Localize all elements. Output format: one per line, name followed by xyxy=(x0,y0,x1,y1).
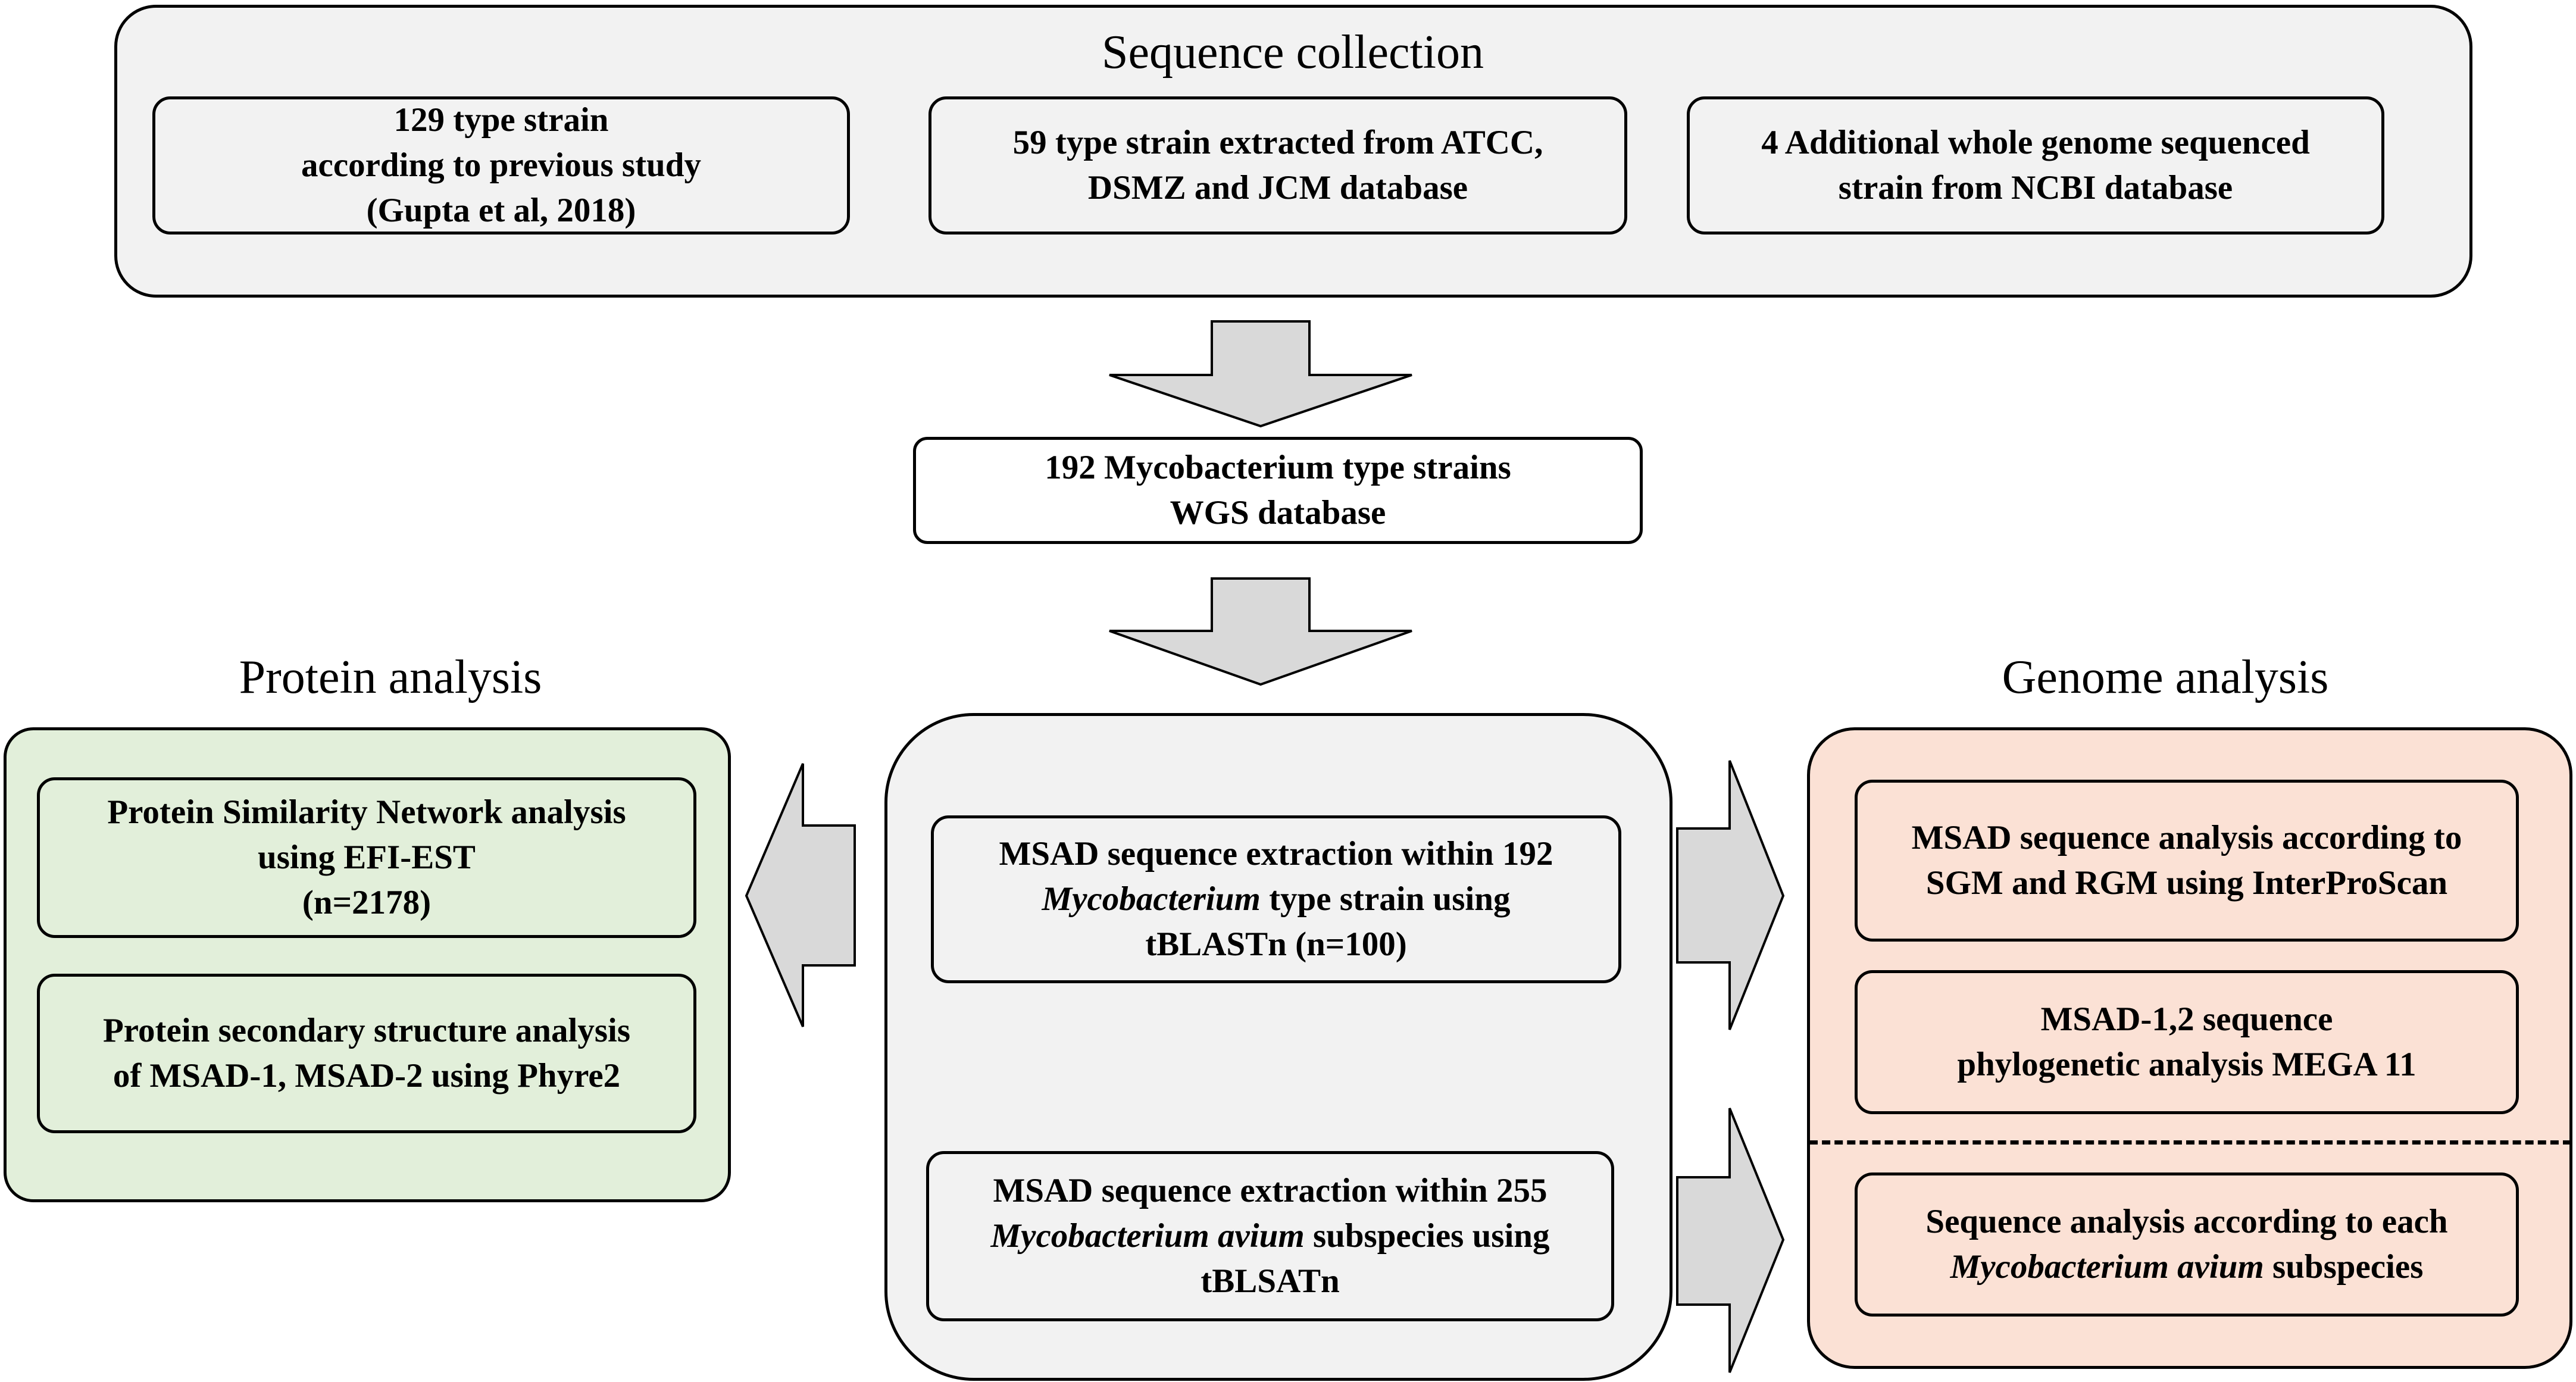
protein-analysis-title: Protein analysis xyxy=(239,651,542,703)
box-text-fragment: subspecies xyxy=(2264,1248,2424,1286)
sequence-collection-title: Sequence collection xyxy=(1102,26,1484,79)
box-line: tBLASTn (n=100) xyxy=(1145,925,1407,963)
box-line: according to previous study xyxy=(301,146,701,184)
msad-extraction-192-box: MSAD sequence extraction within 192 Myco… xyxy=(931,815,1621,983)
dashed-divider xyxy=(1809,1140,2571,1145)
down-arrow-1 xyxy=(1109,320,1412,428)
species-name: Mycobacterium avium xyxy=(1950,1248,2264,1286)
box-line: Protein secondary structure analysis xyxy=(102,1012,631,1049)
down-arrow-2 xyxy=(1109,577,1412,686)
species-name: Mycobacterium avium xyxy=(990,1217,1305,1255)
wgs-database-box: 192 Mycobacterium type strains WGS datab… xyxy=(913,437,1643,544)
box-line: 59 type strain extracted from ATCC, xyxy=(1012,124,1543,161)
box-line: Mycobacterium avium subspecies xyxy=(1925,1245,2447,1290)
box-line: (n=2178) xyxy=(302,884,432,921)
phylogenetic-analysis-box: MSAD-1,2 sequence phylogenetic analysis … xyxy=(1855,970,2519,1114)
genome-analysis-title: Genome analysis xyxy=(2002,651,2329,703)
box-line: Sequence analysis according to each xyxy=(1925,1203,2448,1240)
box-line: WGS database xyxy=(1170,494,1386,531)
box-text-fragment: subspecies using xyxy=(1304,1217,1550,1255)
box-line: MSAD sequence analysis according to xyxy=(1911,819,2462,856)
right-arrow-to-genome-bottom xyxy=(1676,1108,1785,1373)
box-line: tBLSATn xyxy=(1201,1262,1340,1300)
protein-similarity-network-box: Protein Similarity Network analysis usin… xyxy=(37,777,696,938)
box-text-fragment: type strain using xyxy=(1260,880,1511,918)
box-line: MSAD sequence extraction within 255 xyxy=(993,1172,1548,1209)
box-line: strain from NCBI database xyxy=(1838,169,2233,207)
box-line: MSAD-1,2 sequence xyxy=(2040,1000,2333,1038)
left-arrow-to-protein xyxy=(745,763,856,1027)
species-name: Mycobacterium xyxy=(1042,880,1261,918)
box-line: phylogenetic analysis MEGA 11 xyxy=(1957,1046,2416,1083)
box-line: of MSAD-1, MSAD-2 using Phyre2 xyxy=(112,1057,621,1095)
msad-extraction-255-box: MSAD sequence extraction within 255 Myco… xyxy=(926,1151,1614,1321)
right-arrow-to-genome-top xyxy=(1676,760,1785,1030)
ncbi-additional-strain-box: 4 Additional whole genome sequenced stra… xyxy=(1687,96,2384,234)
protein-secondary-structure-box: Protein secondary structure analysis of … xyxy=(37,974,696,1133)
avium-subspecies-analysis-box: Sequence analysis according to each Myco… xyxy=(1855,1172,2519,1317)
box-line: 4 Additional whole genome sequenced xyxy=(1761,124,2310,161)
box-line: SGM and RGM using InterProScan xyxy=(1925,864,2448,902)
box-line: using EFI-EST xyxy=(258,839,476,876)
box-line: 192 Mycobacterium type strains xyxy=(1045,449,1511,486)
box-line: (Gupta et al, 2018) xyxy=(366,192,636,229)
box-line: Protein Similarity Network analysis xyxy=(107,793,626,831)
box-line: Mycobacterium avium subspecies using xyxy=(990,1214,1549,1259)
type-strain-previous-study-box: 129 type strain according to previous st… xyxy=(152,96,850,234)
sgm-rgm-interproscan-box: MSAD sequence analysis according to SGM … xyxy=(1855,780,2519,942)
box-line: DSMZ and JCM database xyxy=(1087,169,1468,207)
box-line: MSAD sequence extraction within 192 xyxy=(999,835,1553,873)
box-line: 129 type strain xyxy=(393,101,609,139)
box-line: Mycobacterium type strain using xyxy=(999,877,1553,922)
atcc-dsmz-jcm-box: 59 type strain extracted from ATCC, DSMZ… xyxy=(929,96,1627,234)
